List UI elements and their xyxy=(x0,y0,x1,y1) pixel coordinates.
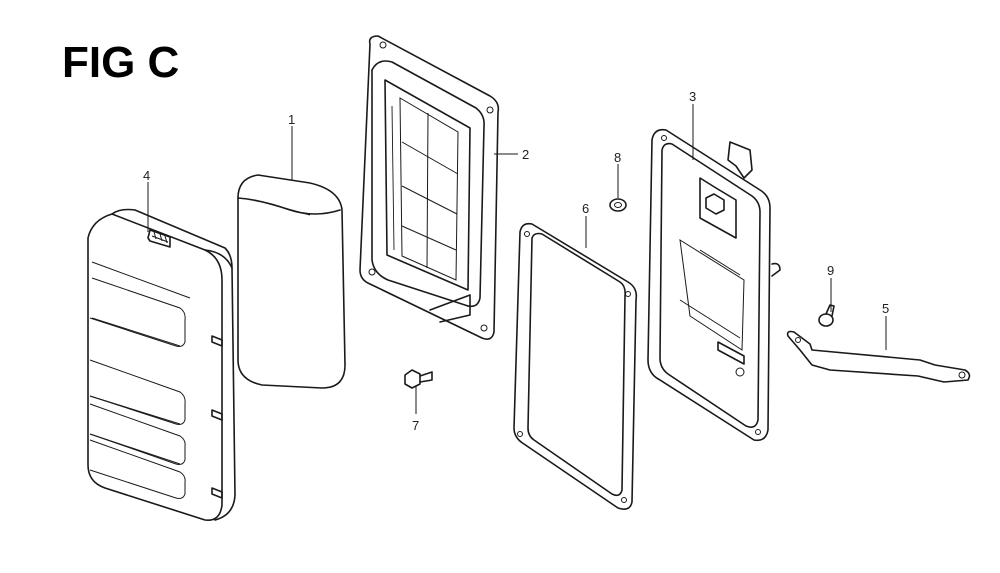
screw xyxy=(818,304,835,327)
air-cleaner-case xyxy=(359,35,500,340)
figure-title: FIG C xyxy=(62,38,180,87)
leader-lines xyxy=(147,104,887,414)
callout-6: 6 xyxy=(582,201,589,216)
callout-1: 1 xyxy=(288,112,295,127)
callout-3: 3 xyxy=(689,89,696,104)
nut xyxy=(609,198,627,212)
air-cleaner-base xyxy=(647,128,781,442)
callout-4: 4 xyxy=(143,168,150,183)
callout-2: 2 xyxy=(522,147,529,162)
callout-7: 7 xyxy=(412,418,419,433)
air-cleaner-cover xyxy=(87,208,236,522)
bolt xyxy=(404,369,433,389)
air-filter-element xyxy=(237,174,346,389)
callout-9: 9 xyxy=(827,263,834,278)
bracket xyxy=(786,330,971,383)
callout-8: 8 xyxy=(614,150,621,165)
callout-labels: 1 2 3 4 5 6 7 8 9 xyxy=(143,89,889,433)
gasket xyxy=(513,222,638,510)
callout-5: 5 xyxy=(882,301,889,316)
